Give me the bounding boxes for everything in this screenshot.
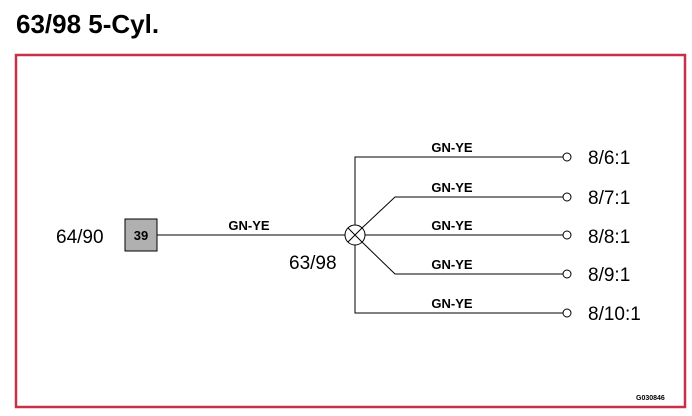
terminal-circle-icon — [562, 192, 572, 202]
main-wire-color-label: GN-YE — [228, 218, 270, 233]
terminal-circle-icon — [562, 308, 572, 318]
source-connector-number: 39 — [134, 228, 148, 243]
terminal-circle-icon — [562, 152, 572, 162]
branch-terminal-label: 8/8:1 — [588, 227, 630, 248]
terminal-circle-icon — [562, 230, 572, 240]
branch-terminal-label: 8/9:1 — [588, 265, 630, 286]
branch-terminal-label: 8/6:1 — [588, 148, 630, 169]
diagram-frame — [14, 53, 687, 409]
branch-wire-color-label: GN-YE — [431, 180, 473, 195]
branch-wire-color-label: GN-YE — [431, 140, 473, 155]
branch-2: GN-YE 8/7:1 — [361, 180, 630, 229]
branch-wire-color-label: GN-YE — [431, 257, 473, 272]
branch-3: GN-YE 8/8:1 — [365, 218, 630, 248]
page-title: 63/98 5-Cyl. — [16, 9, 160, 39]
source-connector — [124, 218, 158, 252]
branch-terminal-label: 8/10:1 — [588, 304, 641, 325]
branch-wire-color-label: GN-YE — [431, 218, 473, 233]
figure-code: G030846 — [636, 395, 665, 402]
source-label: 64/90 — [56, 227, 104, 248]
branch-1: GN-YE 8/6:1 — [354, 140, 630, 225]
branch-wire-color-label: GN-YE — [431, 296, 473, 311]
splice-label: 63/98 — [289, 253, 337, 274]
branch-terminal-label: 8/7:1 — [588, 188, 630, 209]
branch-5: GN-YE 8/10:1 — [354, 245, 641, 325]
terminal-circle-icon — [562, 269, 572, 279]
branch-4: GN-YE 8/9:1 — [361, 241, 630, 286]
